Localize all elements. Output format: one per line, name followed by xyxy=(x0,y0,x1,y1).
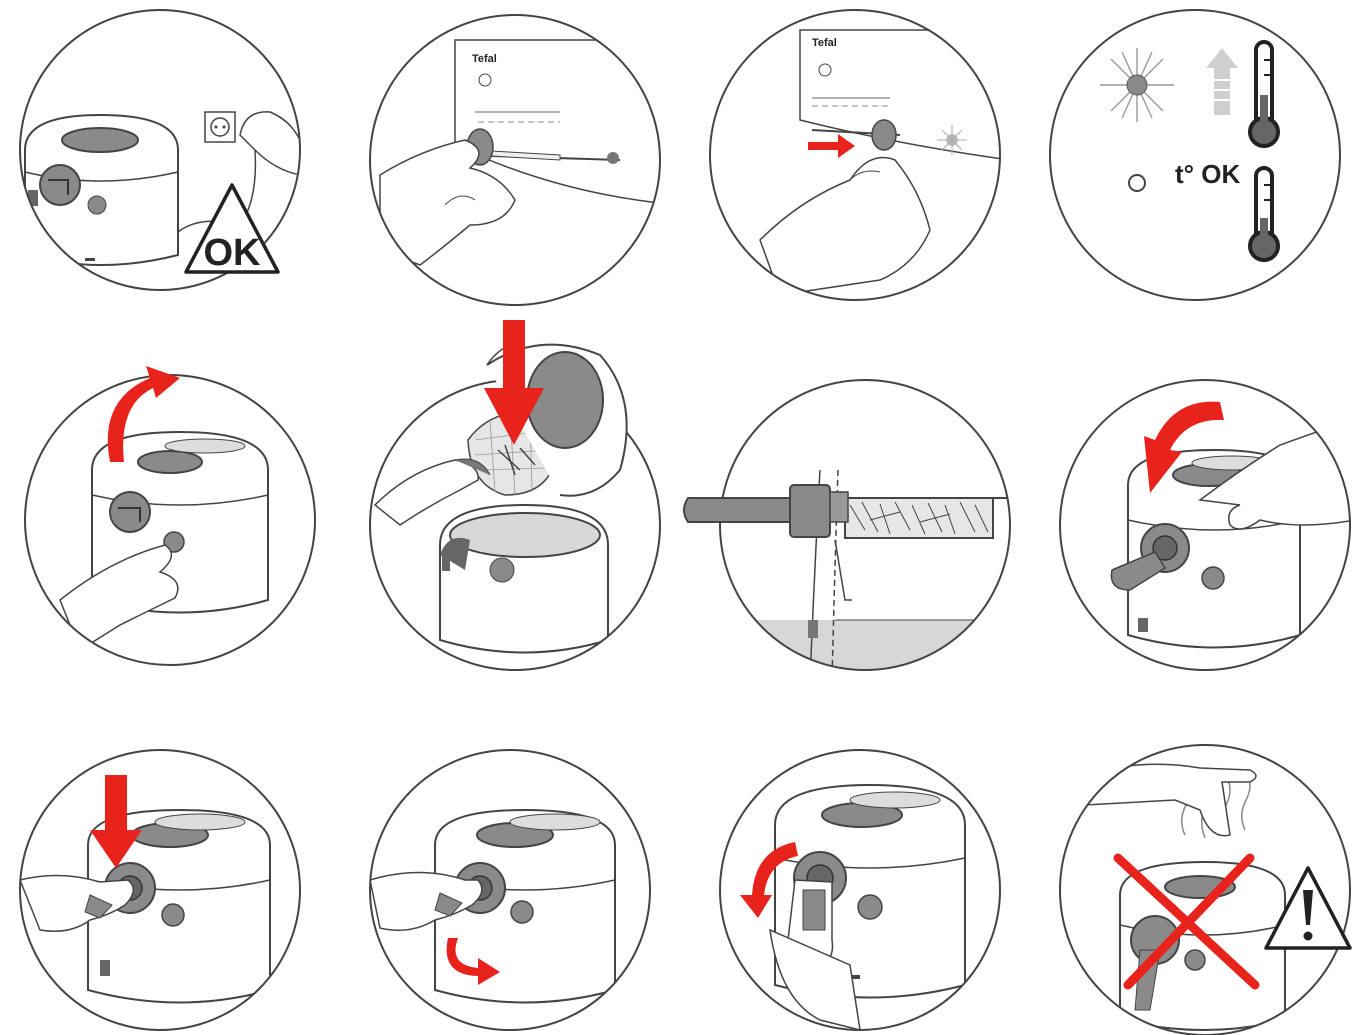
panel-7 xyxy=(684,380,1020,680)
basket-icon xyxy=(835,498,1010,600)
thermometer-icon xyxy=(1250,42,1278,146)
red-arrow-right-icon xyxy=(808,134,855,158)
panel-8 xyxy=(1060,380,1355,670)
panel-12 xyxy=(1060,745,1350,1035)
panel-4-border xyxy=(1050,10,1340,300)
thermometer-icon xyxy=(1250,168,1278,260)
hand-icon xyxy=(240,112,300,175)
ok-label: OK xyxy=(204,232,262,274)
panel-4: t° OK xyxy=(1050,10,1340,300)
warning-triangle-icon: OK xyxy=(186,185,278,274)
panel-11 xyxy=(720,750,1000,1030)
panel-1: OK xyxy=(20,10,300,290)
brand-logo: Tefal xyxy=(812,37,837,49)
indicator-off-icon xyxy=(1129,175,1145,191)
panel-10 xyxy=(370,750,650,1030)
hand-icon xyxy=(760,158,930,296)
hand-icon xyxy=(1085,764,1256,835)
panel-6 xyxy=(370,320,660,670)
appliance xyxy=(440,505,608,653)
control-panel: Tefal xyxy=(800,30,1010,160)
panel-9 xyxy=(20,750,300,1030)
handle-icon xyxy=(684,485,848,537)
indicator-light-icon xyxy=(1100,48,1174,122)
brand-logo: Tefal xyxy=(472,53,497,65)
panel-2: Tefal xyxy=(370,15,680,305)
panel-5 xyxy=(25,366,315,665)
panel-3: Tefal xyxy=(710,10,1010,300)
temperature-ok-label: t° OK xyxy=(1175,159,1241,189)
appliance xyxy=(25,115,178,265)
